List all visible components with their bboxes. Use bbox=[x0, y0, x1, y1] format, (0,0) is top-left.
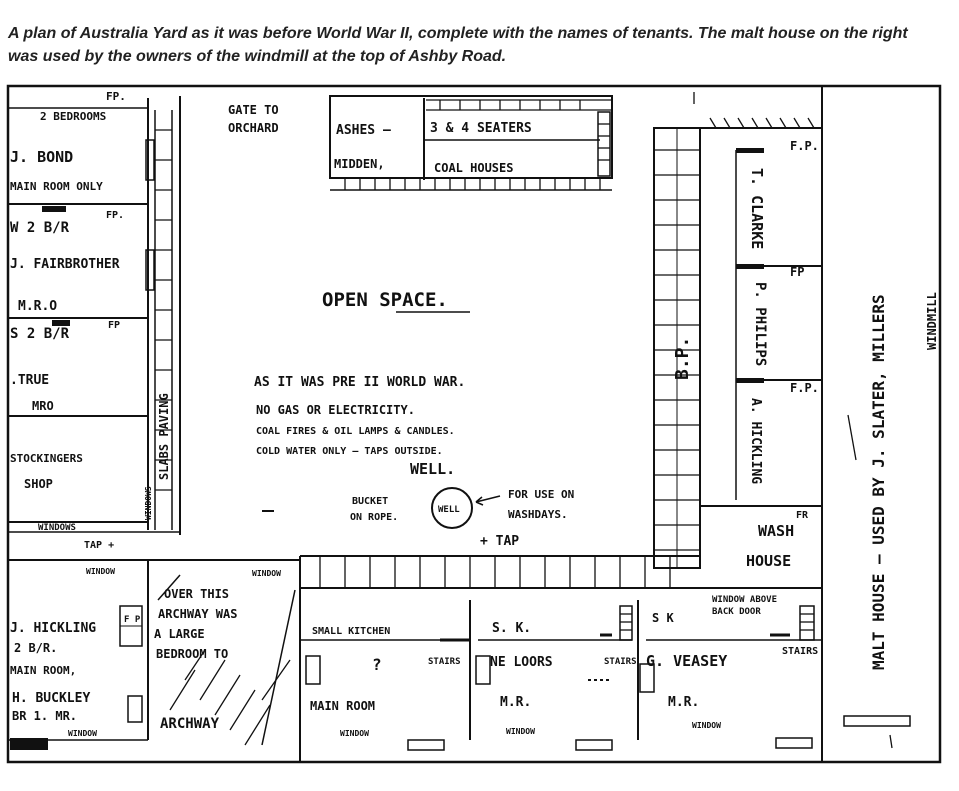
label-well: WELL. bbox=[410, 460, 455, 478]
label-stairs: STAIRS bbox=[782, 646, 818, 657]
bp-paving-strip bbox=[653, 127, 701, 569]
label-seaters: 3 & 4 SEATERS bbox=[430, 121, 532, 136]
label-malt-house: MALT HOUSE – USED BY J. SLATER, MILLERS bbox=[869, 294, 888, 670]
tenant-ne-loors: NE LOORS bbox=[490, 655, 553, 670]
label-back-door: BACK DOOR bbox=[712, 607, 761, 617]
caption: A plan of Australia Yard as it was befor… bbox=[8, 22, 953, 68]
left-paving-strip bbox=[154, 110, 173, 530]
label-sk: S. K. bbox=[492, 621, 531, 636]
label-stockingers: STOCKINGERS bbox=[10, 452, 83, 465]
stair-box bbox=[145, 139, 155, 181]
label-window: WINDOWS bbox=[144, 486, 153, 520]
label-mro: MRO bbox=[32, 399, 54, 413]
fp-box bbox=[639, 663, 655, 693]
fp-label: FP bbox=[790, 265, 804, 279]
label-mr: M.R. bbox=[668, 695, 699, 710]
note-a-large: A LARGE bbox=[154, 627, 205, 641]
fp-label: F P bbox=[124, 615, 141, 625]
label-coal-houses: COAL HOUSES bbox=[434, 161, 513, 175]
tenant-j-bond: J. BOND bbox=[10, 148, 73, 166]
label-ashes: ASHES – bbox=[336, 123, 391, 138]
fp-box bbox=[475, 655, 491, 685]
fp-label: FP bbox=[108, 320, 120, 331]
label-house: HOUSE bbox=[746, 552, 791, 570]
tenant-t-clarke: T. CLARKE bbox=[748, 168, 766, 249]
fp-label: F.P. bbox=[790, 381, 819, 395]
note-coal-fires: COAL FIRES & OIL LAMPS & CANDLES. bbox=[256, 426, 455, 437]
label-gate-to: GATE TO bbox=[228, 103, 279, 117]
label-shop: SHOP bbox=[24, 477, 53, 491]
note-archway-was: ARCHWAY WAS bbox=[158, 607, 237, 621]
label-window: WINDOW bbox=[252, 569, 281, 578]
label-tap: TAP + bbox=[84, 540, 114, 551]
label-for-use-on: FOR USE ON bbox=[508, 488, 574, 501]
label-well-inner: WELL bbox=[438, 505, 460, 515]
label-window: WINDOW bbox=[692, 721, 721, 730]
label-sk: S K bbox=[652, 611, 674, 625]
label-2-bedrooms: 2 BEDROOMS bbox=[40, 110, 106, 123]
label-wash: WASH bbox=[758, 522, 794, 540]
tenant-j-fairbrother: J. FAIRBROTHER bbox=[10, 257, 120, 272]
fp-label: FP. bbox=[106, 90, 126, 103]
bottom-houses bbox=[299, 555, 911, 762]
label-small-kitchen: SMALL KITCHEN bbox=[312, 626, 390, 637]
fp-label: F.P. bbox=[790, 139, 819, 153]
tenant-true: .TRUE bbox=[10, 373, 49, 388]
outbuildings-block bbox=[329, 95, 613, 191]
label-on-rope: ON ROPE. bbox=[350, 512, 398, 523]
note-bedroom-to: BEDROOM TO bbox=[156, 647, 228, 661]
fp-label: FP. bbox=[106, 210, 124, 221]
label-tap: + TAP bbox=[480, 534, 519, 549]
tenant-p-philips: P. PHILIPS bbox=[752, 282, 768, 366]
label-stairs: STAIRS bbox=[428, 657, 461, 667]
note-no-gas: NO GAS OR ELECTRICITY. bbox=[256, 403, 415, 417]
fp-label: FR bbox=[796, 510, 809, 521]
label-open-space: OPEN SPACE. bbox=[322, 289, 448, 311]
label-washdays: WASHDAYS. bbox=[508, 508, 568, 521]
label-s-2br: S 2 B/R bbox=[10, 326, 70, 342]
left-houses bbox=[8, 96, 300, 561]
right-houses bbox=[700, 86, 823, 762]
label-window-above: WINDOW ABOVE bbox=[712, 595, 777, 605]
label-windows: WINDOWS bbox=[38, 523, 76, 533]
label-mro: M.R.O bbox=[18, 299, 57, 314]
caption-line-2: was used by the owners of the windmill a… bbox=[8, 48, 507, 65]
archway-block bbox=[8, 560, 296, 750]
label-main-room: MAIN ROOM bbox=[310, 699, 375, 713]
tenant-a-hickling: A. HICKLING bbox=[748, 398, 763, 484]
label-mr: M.R. bbox=[500, 695, 531, 710]
tenant-h-buckley: H. BUCKLEY bbox=[12, 691, 90, 706]
plan-border bbox=[6, 84, 942, 764]
label-windmill: WINDMILL bbox=[925, 292, 939, 350]
fireplace-mark bbox=[52, 320, 70, 326]
label-stairs: STAIRS bbox=[604, 657, 637, 667]
fp-box bbox=[305, 655, 321, 685]
label-window: WINDOW bbox=[506, 727, 535, 736]
note-over-this: OVER THIS bbox=[164, 587, 229, 601]
label-main-room-only: MAIN ROOM ONLY bbox=[10, 180, 103, 193]
tenant-g-veasey: G. VEASEY bbox=[646, 652, 727, 670]
fireplace-mark bbox=[42, 206, 66, 212]
label-bucket: BUCKET bbox=[352, 496, 388, 507]
label-2-br: 2 B/R. bbox=[14, 641, 57, 655]
label-br-mr: BR 1. MR. bbox=[12, 709, 77, 723]
caption-line-1: A plan of Australia Yard as it was befor… bbox=[8, 25, 908, 42]
label-window: WINDOW bbox=[86, 567, 115, 576]
label-window: WINDOW bbox=[68, 729, 97, 738]
label-bp: B.P. bbox=[672, 337, 693, 380]
label-orchard: ORCHARD bbox=[228, 121, 279, 135]
note-pre-war: AS IT WAS PRE II WORLD WAR. bbox=[254, 375, 465, 390]
well bbox=[262, 487, 501, 529]
label-question: ? bbox=[372, 655, 382, 674]
tenant-j-hickling: J. HICKLING bbox=[10, 621, 96, 636]
label-w-2br: W 2 B/R bbox=[10, 220, 70, 236]
label-main-room: MAIN ROOM, bbox=[10, 664, 76, 677]
stair-box bbox=[145, 249, 155, 291]
note-cold-water: COLD WATER ONLY – TAPS OUTSIDE. bbox=[256, 446, 443, 457]
label-slabs-paving: SLABS PAVING bbox=[157, 393, 171, 480]
label-archway: ARCHWAY bbox=[160, 716, 220, 732]
label-midden: MIDDEN, bbox=[334, 157, 385, 171]
label-window: WINDOW bbox=[340, 729, 369, 738]
